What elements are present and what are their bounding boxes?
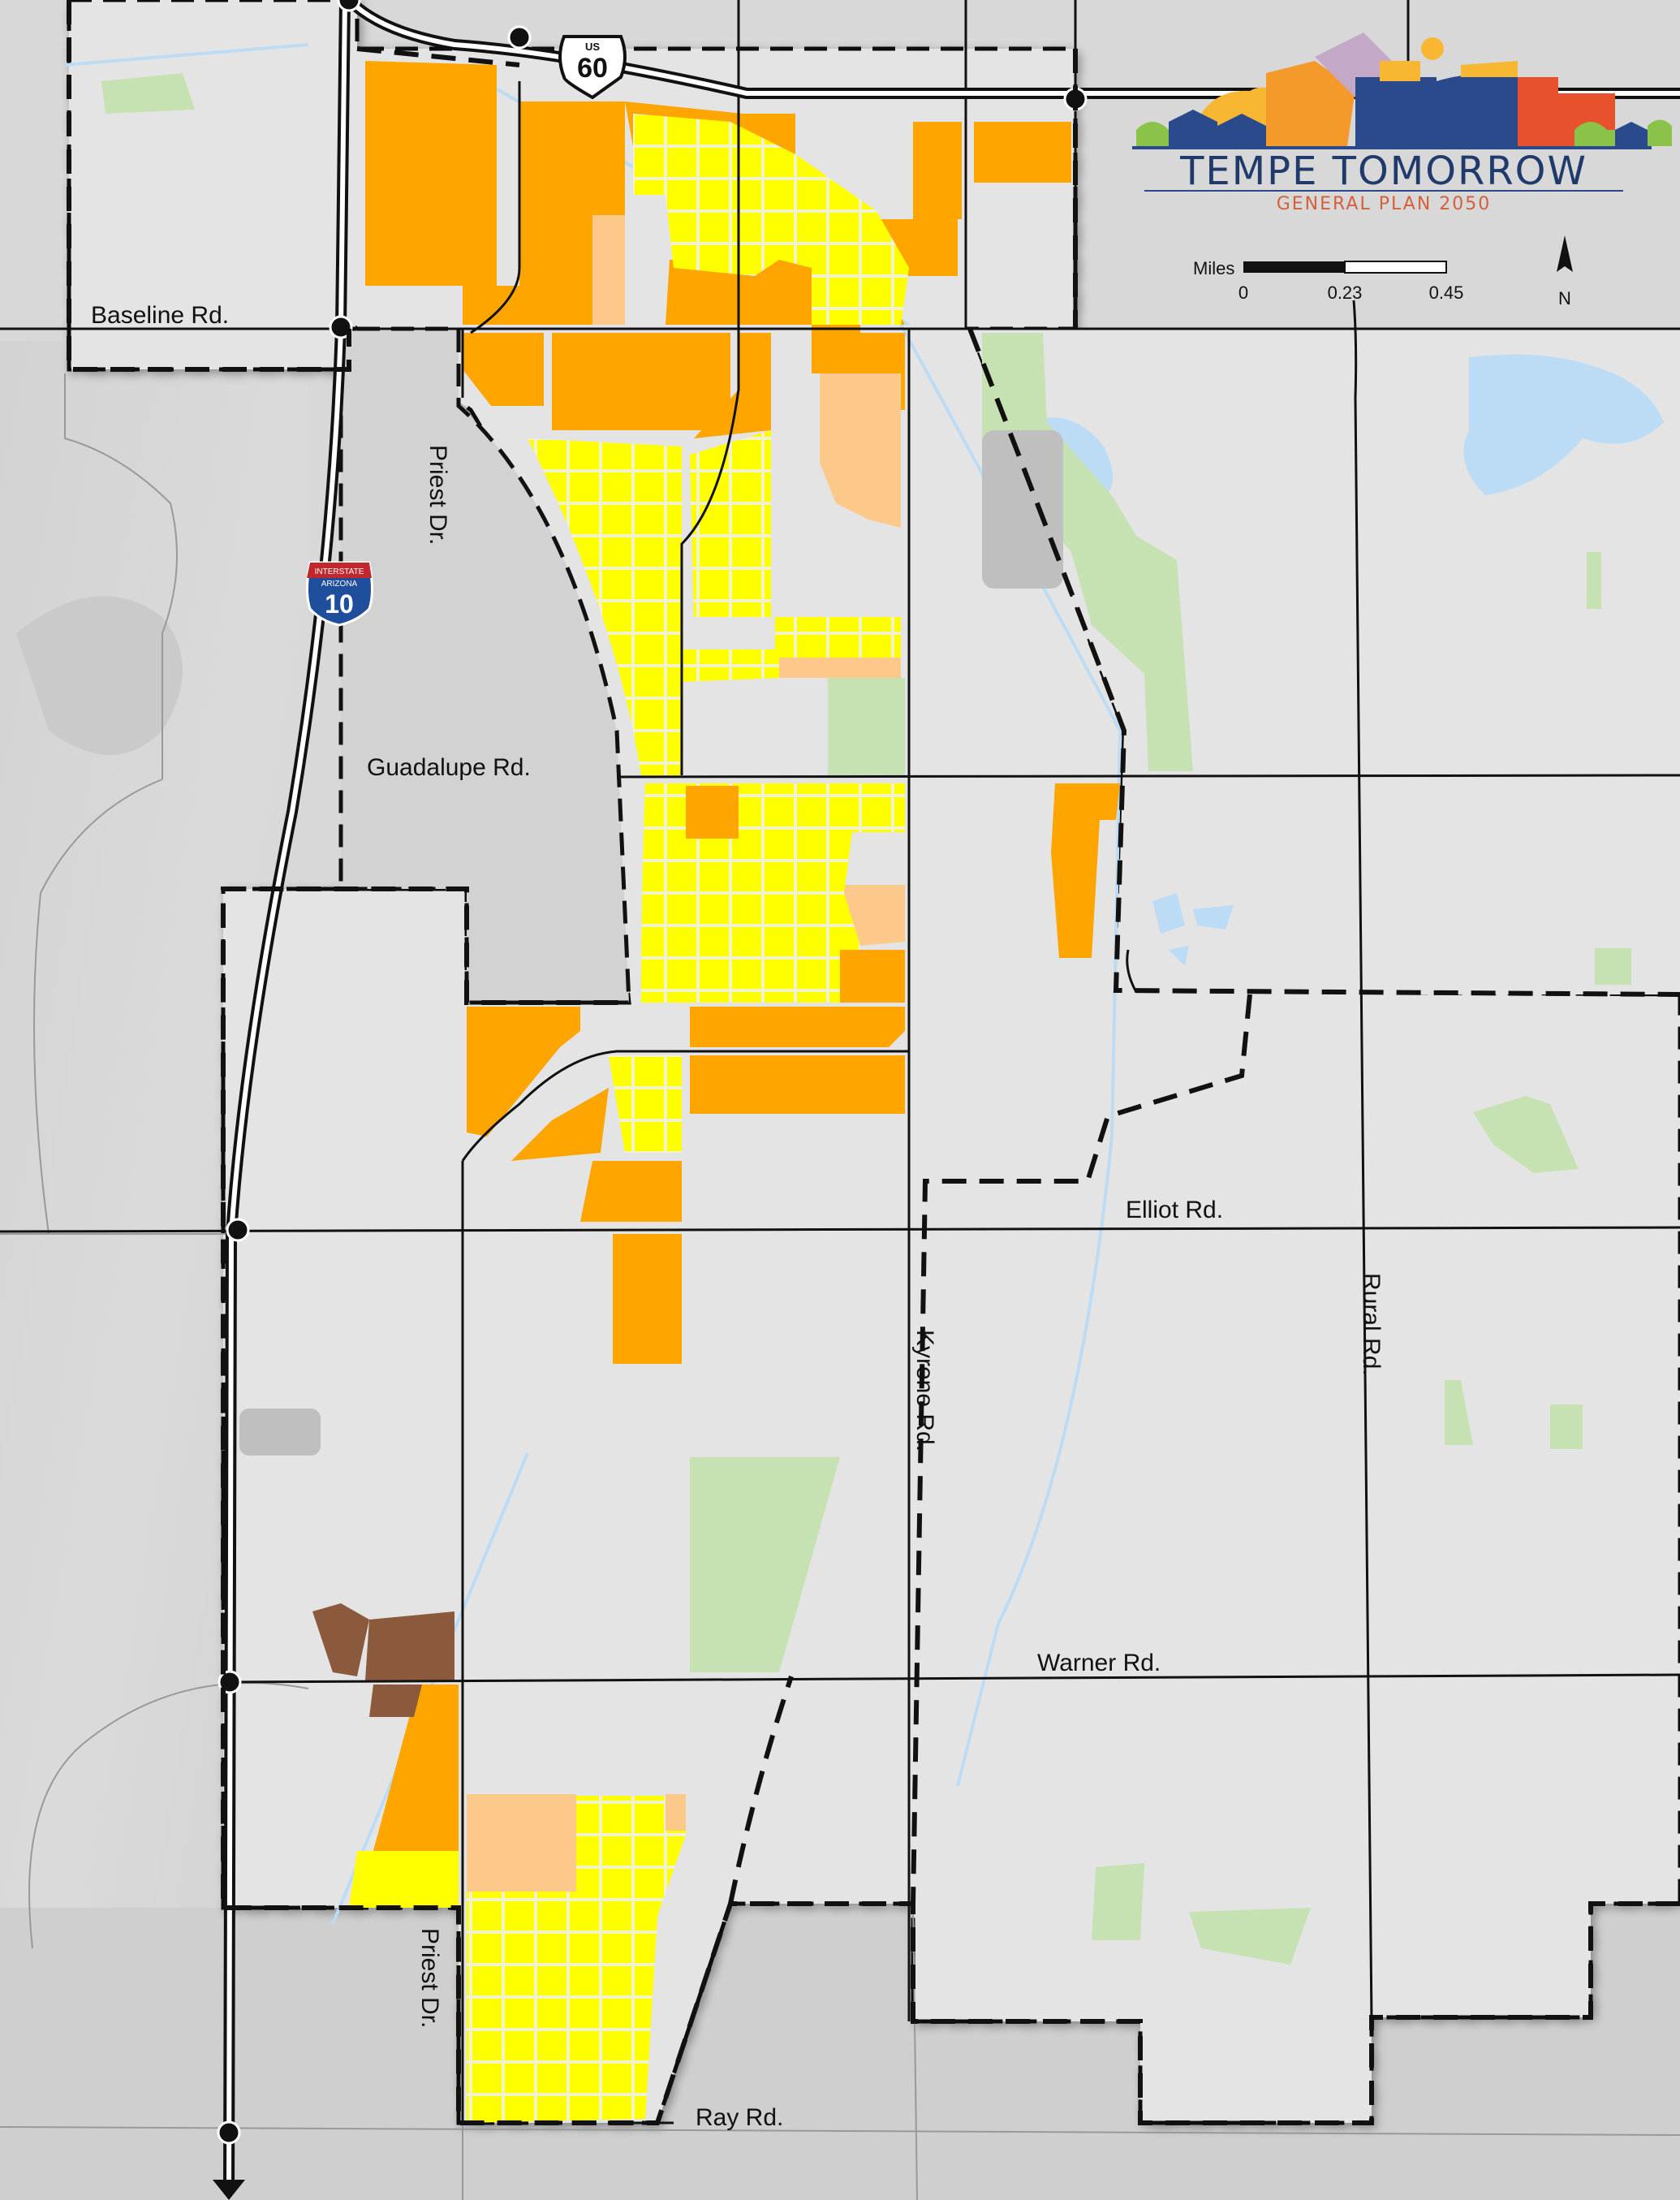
hill-ridge — [16, 596, 183, 755]
light-orange-landuse-south — [467, 1794, 576, 1892]
scale-tick-2: 0.45 — [1429, 283, 1464, 303]
park-rural-east — [1445, 1380, 1473, 1445]
svg-text:N: N — [1558, 288, 1571, 308]
park-south-1 — [1092, 1863, 1144, 1940]
label-priest-dr-south: Priest Dr. — [416, 1928, 443, 2028]
interstate-10-shield-icon: INTERSTATE ARIZONA 10 — [306, 561, 373, 627]
label-kyrene-rd: Kyrene Rd. — [911, 1330, 938, 1452]
logo-title: TEMPE TOMORROW — [1179, 149, 1587, 194]
label-elliot-rd: Elliot Rd. — [1126, 1197, 1223, 1223]
major-roads — [0, 0, 1680, 2125]
scale-unit: Miles — [1193, 258, 1234, 278]
i-10-arrow — [213, 2180, 245, 2200]
park-square-east — [1595, 948, 1631, 985]
i-10-freeway — [223, 0, 351, 2193]
priest-pocket — [338, 326, 631, 1005]
north-arrow-icon: N — [1557, 235, 1573, 308]
park-top — [101, 73, 195, 114]
interchange-markers — [217, 0, 1088, 2145]
scale-bar: Miles 0 0.23 0.45 — [1193, 258, 1463, 303]
park-rural-square — [1550, 1404, 1583, 1449]
orange-landuse-mid — [373, 783, 1120, 1851]
svg-text:ARIZONA: ARIZONA — [321, 580, 358, 589]
skyline-illustration — [1132, 32, 1672, 149]
scale-tick-0: 0 — [1238, 283, 1248, 303]
scale-tick-1: 0.23 — [1328, 283, 1363, 303]
light-orange-strip — [666, 1794, 686, 1831]
us-60-highway — [345, 0, 1680, 99]
label-guadalupe-rd: Guadalupe Rd. — [367, 754, 531, 781]
water-ponds-mid — [1152, 893, 1234, 966]
park-small-east — [1587, 552, 1601, 609]
svg-text:60: 60 — [577, 53, 608, 84]
tempe-tomorrow-logo: TEMPE TOMORROW GENERAL PLAN 2050 — [1132, 32, 1672, 214]
water-lake-east — [1463, 354, 1664, 495]
label-baseline-rd: Baseline Rd. — [91, 302, 229, 329]
svg-text:10: 10 — [325, 589, 354, 619]
grey-basin-2 — [239, 1408, 321, 1456]
logo-subtitle: GENERAL PLAN 2050 — [1277, 194, 1492, 214]
park-central — [690, 1457, 840, 1672]
park-elliot-east — [1473, 1096, 1579, 1173]
city-boundary — [67, 0, 1680, 2125]
svg-text:US: US — [585, 41, 600, 53]
label-warner-rd: Warner Rd. — [1037, 1650, 1161, 1676]
label-ray-rd: Ray Rd. — [696, 2104, 783, 2131]
label-rural-rd: Rural Rd. — [1358, 1273, 1385, 1376]
brown-landuse — [312, 1603, 454, 1717]
park-school — [828, 678, 905, 775]
park-south-2 — [1189, 1908, 1311, 1965]
label-priest-dr-north: Priest Dr. — [424, 445, 451, 545]
grey-basin-1 — [982, 430, 1063, 589]
svg-text:INTERSTATE: INTERSTATE — [315, 567, 364, 576]
us-60-shield-icon: US 60 — [558, 35, 627, 100]
canal-line — [899, 324, 1122, 1787]
